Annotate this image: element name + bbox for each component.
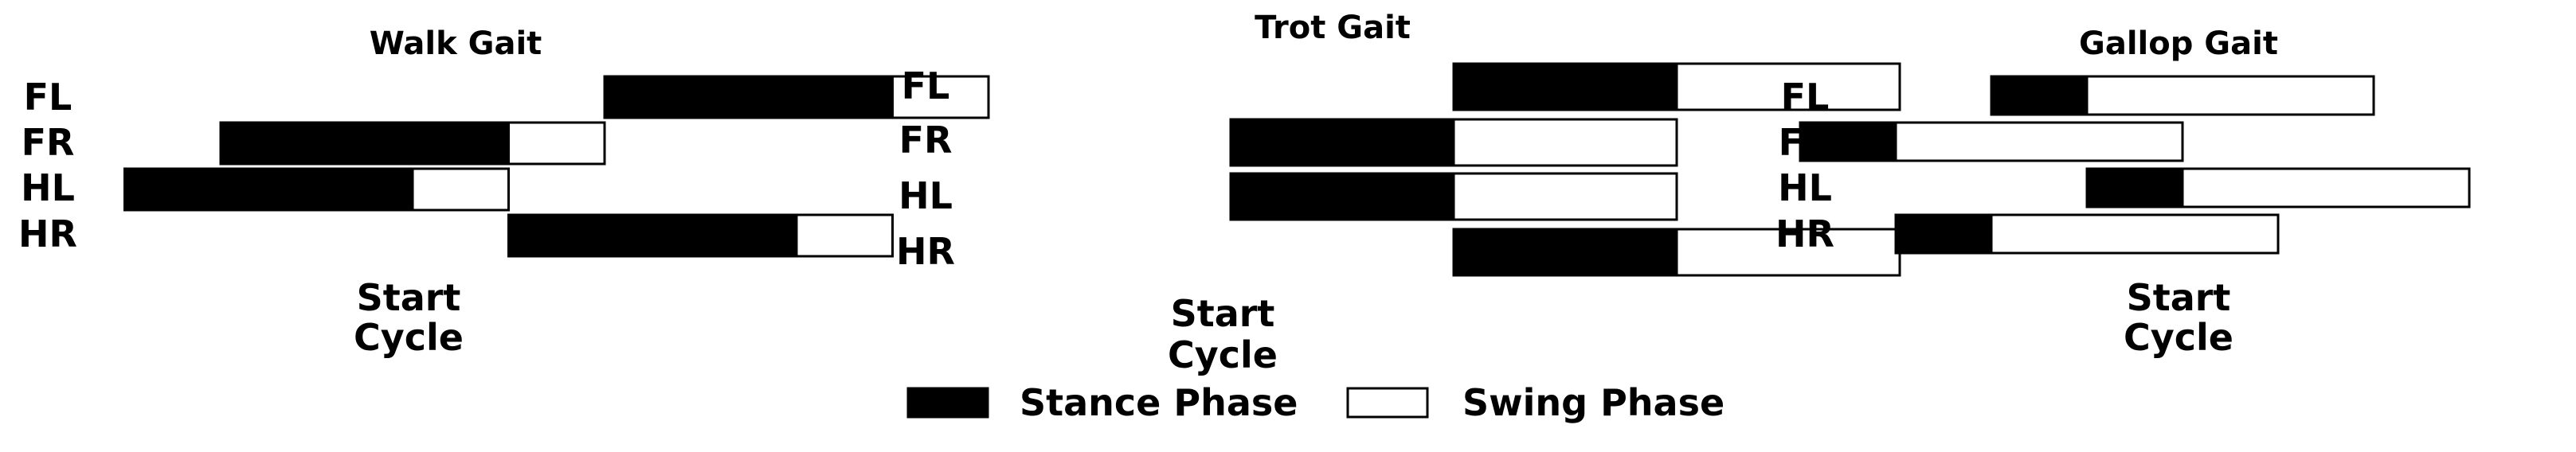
gallop-hl-swing-bar <box>2181 167 2471 208</box>
walk-fl-stance-bar <box>603 75 894 119</box>
trot-leg-label-fr: FR <box>899 119 953 162</box>
walk-gait-bars <box>123 75 990 258</box>
walk-fr-swing-bar <box>507 121 606 166</box>
gallop-fr-swing-bar <box>1894 121 2184 162</box>
walk-hl-stance-bar <box>123 167 414 212</box>
walk-leg-label-fl: FL <box>24 76 72 119</box>
gallop-start-label-line2: Cycle <box>2124 316 2233 359</box>
walk-start-label-line2: Cycle <box>354 316 464 359</box>
gallop-start-label-line1: Start <box>2127 276 2231 319</box>
trot-fr-swing-bar <box>1452 118 1678 167</box>
gallop-fl-swing-bar <box>2085 75 2375 116</box>
walk-hr-stance-bar <box>507 213 798 258</box>
legend: Stance Phase Swing Phase <box>906 381 1725 424</box>
trot-hl-stance-bar <box>1229 172 1455 221</box>
gallop-gait-panel: Gallop Gait FL FR HL HR Start Cycle <box>1775 25 2471 359</box>
gallop-gait-title: Gallop Gait <box>2079 25 2278 62</box>
legend-stance-swatch <box>906 387 989 419</box>
walk-start-label-line1: Start <box>357 276 461 319</box>
walk-gait-panel: Walk Gait FL FR HL HR Start Cycle <box>18 25 990 359</box>
gallop-hr-stance-bar <box>1894 213 1993 255</box>
trot-fr-stance-bar <box>1229 118 1455 167</box>
trot-start-label-line1: Start <box>1171 292 1275 335</box>
walk-gait-title: Walk Gait <box>370 25 542 62</box>
trot-start-label-line2: Cycle <box>1168 333 1278 376</box>
trot-leg-label-fl: FL <box>902 64 950 107</box>
trot-hl-swing-bar <box>1452 172 1678 221</box>
gallop-leg-label-fl: FL <box>1781 76 1830 119</box>
legend-stance-label: Stance Phase <box>1020 381 1298 424</box>
trot-hr-swing-bar <box>1675 228 1901 277</box>
gallop-gait-bars <box>1799 75 2471 255</box>
trot-leg-label-hr: HR <box>896 230 955 273</box>
trot-leg-label-hl: HL <box>898 174 953 217</box>
trot-gait-panel: Trot Gait FL FR HL HR Start Cycle <box>896 10 1901 376</box>
walk-hl-swing-bar <box>411 167 510 212</box>
trot-hr-stance-bar <box>1452 228 1678 277</box>
trot-fl-stance-bar <box>1452 62 1678 111</box>
legend-swing-swatch <box>1346 387 1429 419</box>
gallop-fr-stance-bar <box>1799 121 1897 162</box>
walk-leg-label-hl: HL <box>21 166 75 209</box>
trot-gait-bars <box>1229 62 1901 277</box>
gallop-hl-stance-bar <box>2085 167 2184 208</box>
gallop-leg-label-hr: HR <box>1775 212 1834 255</box>
walk-fr-stance-bar <box>219 121 510 166</box>
walk-leg-label-hr: HR <box>18 212 77 255</box>
gallop-fl-stance-bar <box>1990 75 2089 116</box>
walk-fl-swing-bar <box>891 75 990 119</box>
gallop-hr-swing-bar <box>1990 213 2280 255</box>
trot-fl-swing-bar <box>1675 62 1901 111</box>
gallop-leg-label-hl: HL <box>1778 166 1832 209</box>
trot-gait-title: Trot Gait <box>1255 10 1411 46</box>
legend-swing-label: Swing Phase <box>1462 381 1725 424</box>
walk-leg-label-fr: FR <box>22 121 75 164</box>
walk-hr-swing-bar <box>795 213 894 258</box>
